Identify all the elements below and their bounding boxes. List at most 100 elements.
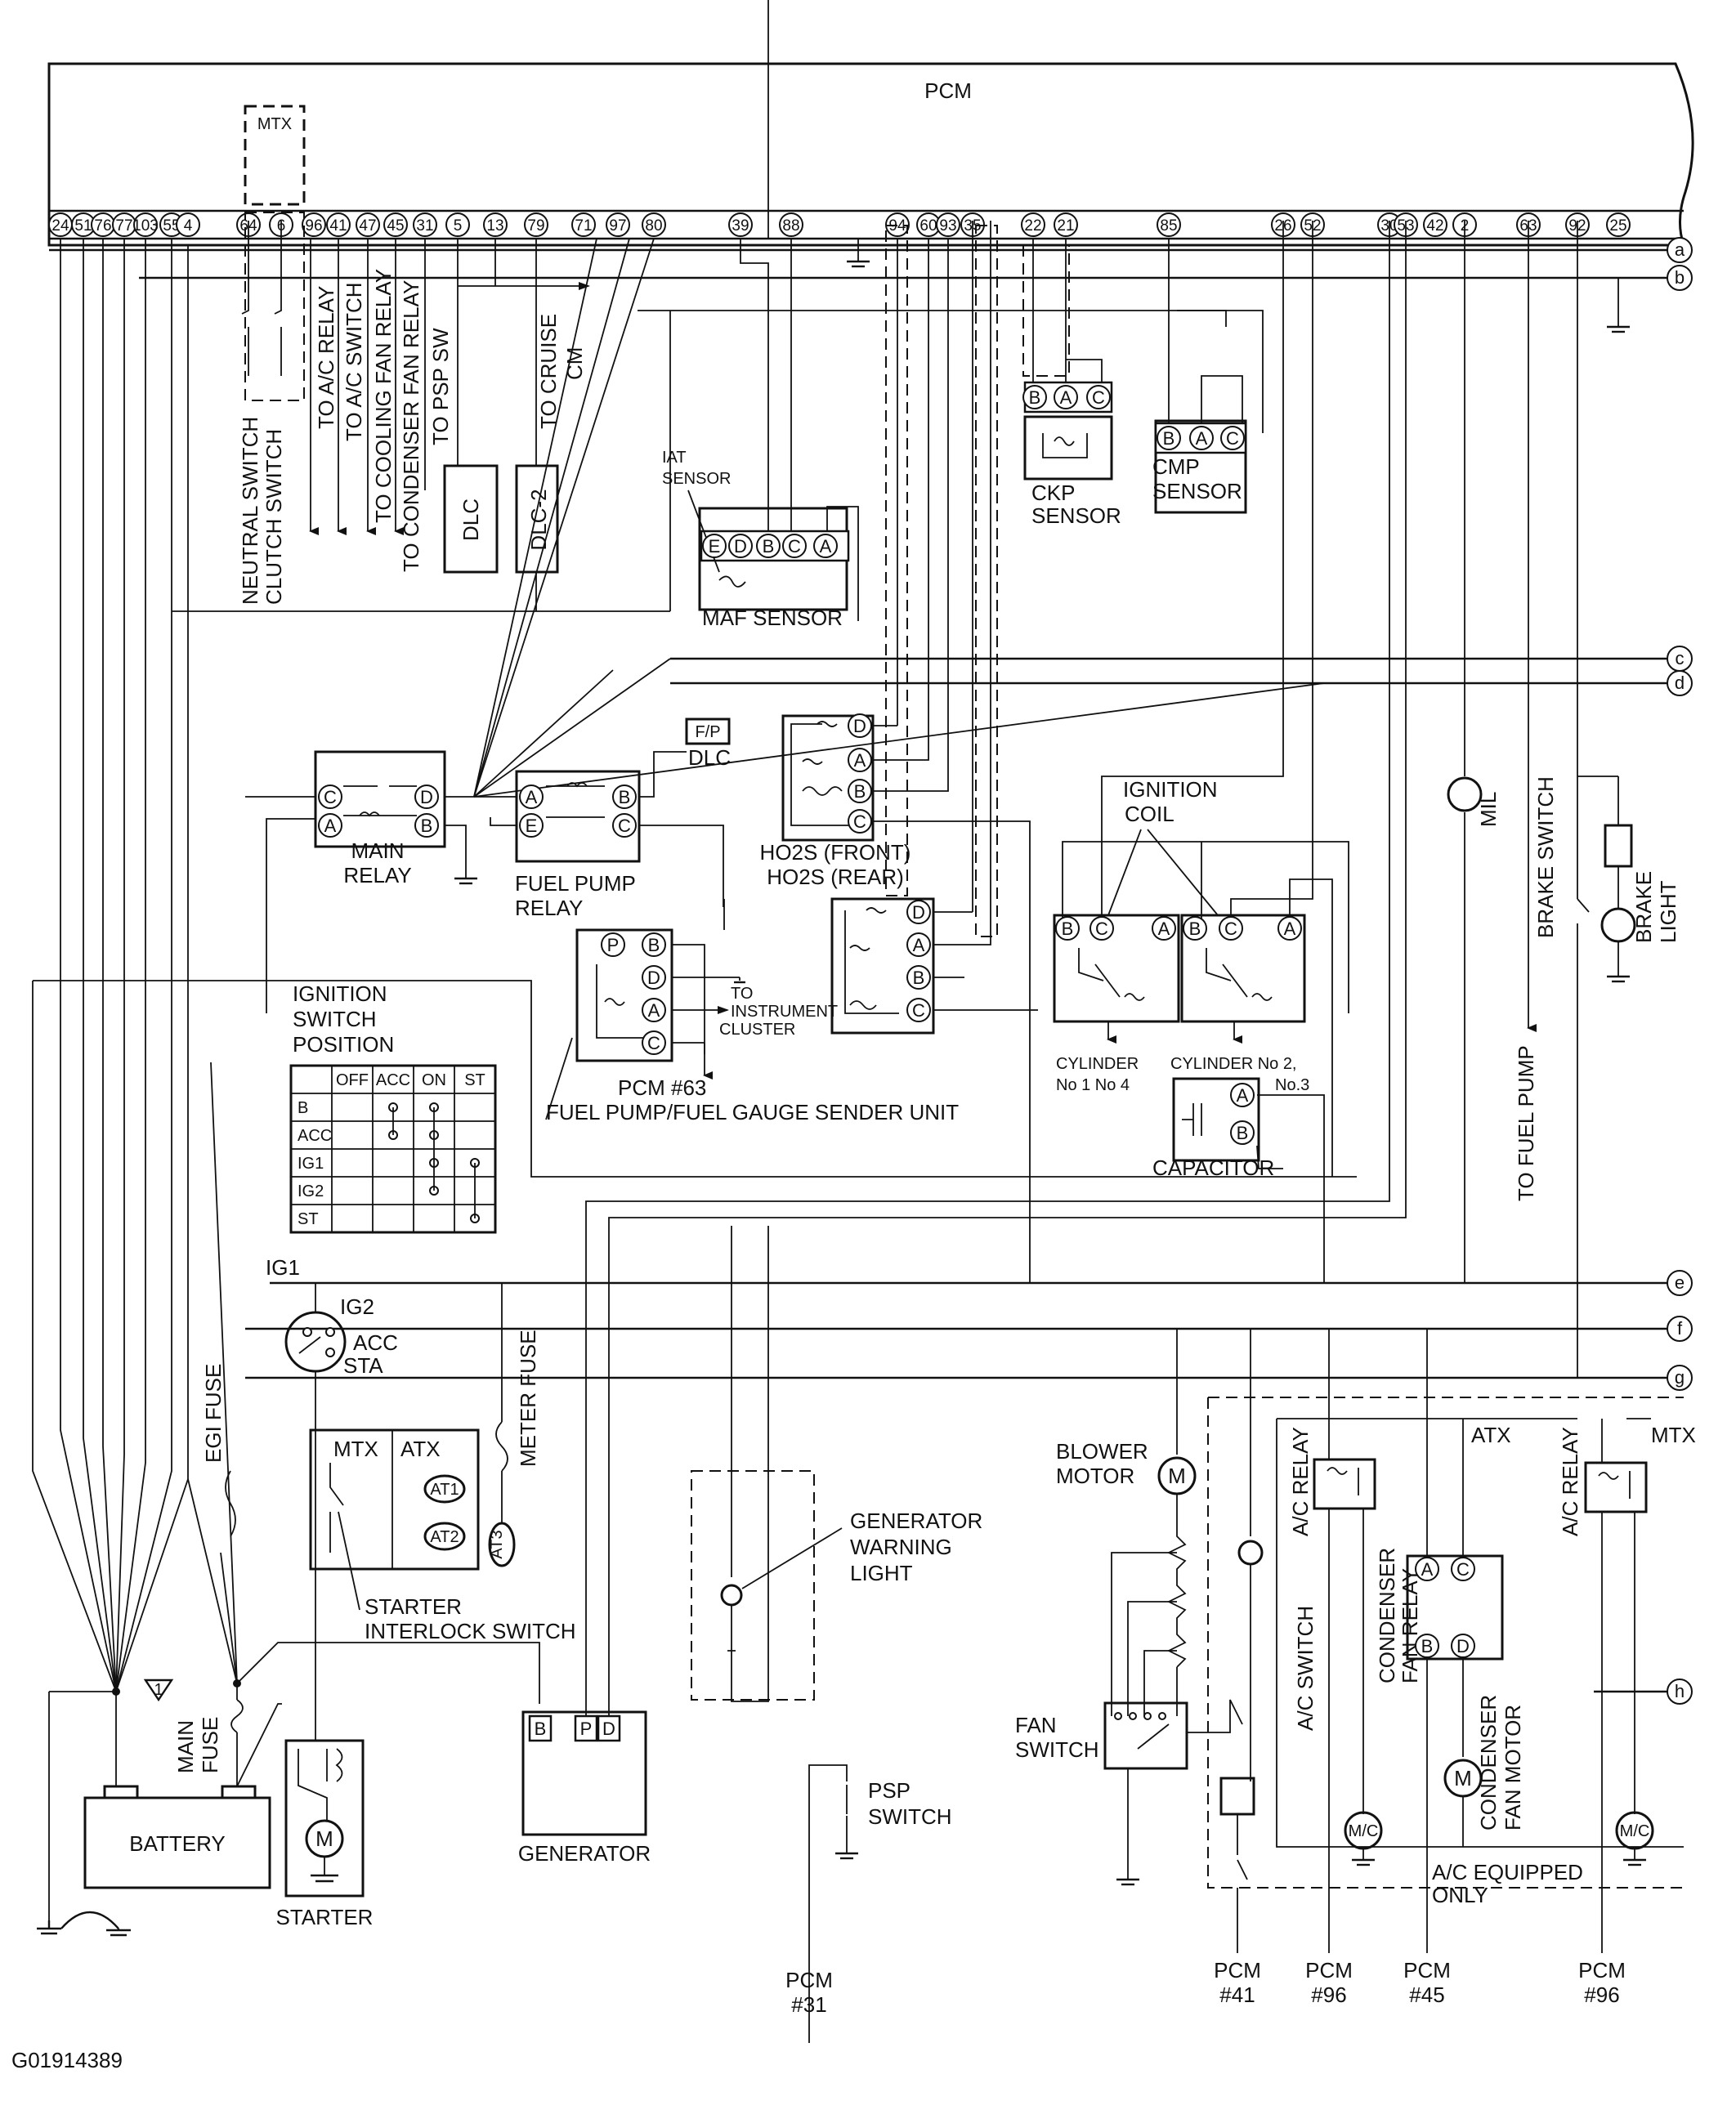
bus-marker-label: g bbox=[1675, 1367, 1685, 1388]
bus-marker-label: e bbox=[1675, 1272, 1685, 1293]
svg-text:CMP: CMP bbox=[1152, 454, 1200, 479]
svg-text:BRAKE: BRAKE bbox=[1631, 871, 1656, 943]
svg-text:FUEL PUMP/FUEL GAUGE SENDER UN: FUEL PUMP/FUEL GAUGE SENDER UNIT bbox=[546, 1100, 959, 1124]
svg-text:TO COOLING FAN RELAY: TO COOLING FAN RELAY bbox=[371, 269, 396, 523]
connector-pin bbox=[1157, 426, 1181, 450]
connector-pin-letter: B bbox=[763, 536, 775, 557]
connector-pin-letter: B bbox=[913, 968, 925, 988]
svg-text:TO: TO bbox=[731, 985, 753, 1003]
connector-pin bbox=[1189, 426, 1214, 450]
fan-switch: FAN SWITCH bbox=[1015, 1701, 1231, 1886]
pcm-pin bbox=[133, 212, 158, 237]
svg-text:SENSOR: SENSOR bbox=[1031, 503, 1121, 528]
pcm-pin-label: 85 bbox=[1160, 217, 1177, 235]
bus-marker-label: f bbox=[1677, 1318, 1683, 1339]
pcm-pin-label: 42 bbox=[1426, 217, 1443, 235]
pcm-pin bbox=[176, 212, 200, 237]
bus-marker-label: b bbox=[1675, 267, 1685, 288]
svg-text:PCM: PCM bbox=[1403, 1958, 1451, 1983]
connector-pin bbox=[414, 813, 439, 838]
battery: BATTERY bbox=[83, 1692, 271, 1889]
svg-text:CYLINDER: CYLINDER bbox=[1056, 1055, 1139, 1073]
svg-text:PCM: PCM bbox=[1305, 1958, 1353, 1983]
connector-pin bbox=[1054, 385, 1078, 409]
connector-pin-letter: B bbox=[854, 781, 866, 802]
pcm-pin-label: 71 bbox=[575, 217, 592, 235]
connector-pin bbox=[702, 534, 727, 558]
svg-text:#96: #96 bbox=[1311, 1983, 1346, 2007]
fuel-pump-relay: FUEL PUMP RELAY bbox=[474, 751, 724, 920]
svg-text:M: M bbox=[1168, 1464, 1186, 1488]
svg-text:A/C EQUIPPED: A/C EQUIPPED bbox=[1432, 1860, 1583, 1884]
to-connector-arrows: TO A/C RELAY TO A/C SWITCH TO COOLING FA… bbox=[309, 239, 453, 572]
connector-pin bbox=[318, 785, 342, 809]
connector-pin bbox=[601, 932, 625, 957]
connector-pin bbox=[1183, 916, 1207, 941]
svg-text:CLUTCH SWITCH: CLUTCH SWITCH bbox=[262, 429, 286, 605]
pcm-pin-label: 5 bbox=[454, 217, 463, 235]
capacitor-pins: AB bbox=[1230, 1083, 1255, 1145]
connector-pin bbox=[756, 534, 781, 558]
connector-pin-letter: D bbox=[734, 536, 747, 557]
svg-text:DLC: DLC bbox=[688, 745, 731, 770]
connector-pin-letter: B bbox=[648, 935, 660, 955]
svg-text:MIL: MIL bbox=[1476, 792, 1501, 827]
connector-pin-letter: C bbox=[1095, 919, 1108, 939]
main-fuse: MAIN FUSE bbox=[173, 1062, 540, 1787]
pcm-pin bbox=[356, 212, 380, 237]
pcm-pin-label: 97 bbox=[609, 217, 626, 235]
pcm-pin bbox=[413, 212, 437, 237]
svg-text:METER FUSE: METER FUSE bbox=[516, 1330, 540, 1467]
ckp-sensor: CKP SENSOR bbox=[1022, 239, 1121, 528]
pcm-pin bbox=[728, 212, 753, 237]
connector-pin bbox=[414, 785, 439, 809]
connector-pin bbox=[1022, 385, 1047, 409]
connector-pin bbox=[642, 1030, 666, 1055]
pcm-pin bbox=[524, 212, 548, 237]
pcm-pin-label: 45 bbox=[387, 217, 404, 235]
svg-text:AT2: AT2 bbox=[430, 1528, 459, 1546]
connector-pin-letter: C bbox=[788, 536, 801, 557]
svg-text:PCM: PCM bbox=[1214, 1958, 1261, 1983]
svg-text:WARNING: WARNING bbox=[850, 1535, 952, 1559]
svg-text:MAF SENSOR: MAF SENSOR bbox=[702, 606, 843, 630]
connector-pin-letter: A bbox=[1284, 919, 1296, 939]
connector-pin-letter: B bbox=[1189, 919, 1201, 939]
pcm-pin bbox=[383, 212, 408, 237]
connector-pin bbox=[1220, 426, 1245, 450]
pcm-pin-label: 77 bbox=[115, 217, 132, 235]
ignition-table-header: ON bbox=[422, 1071, 446, 1089]
svg-text:INTERLOCK SWITCH: INTERLOCK SWITCH bbox=[365, 1619, 576, 1643]
condenser-fan-relay: CONDENSER FAN RELAY ATX M CONDENSER FAN … bbox=[1375, 1329, 1525, 2007]
svg-text:TO A/C RELAY: TO A/C RELAY bbox=[314, 286, 338, 429]
brake-switch: BRAKE SWITCH BRAKE LIGHT bbox=[1533, 221, 1680, 1378]
mil-lamp: MIL bbox=[1447, 221, 1501, 1283]
svg-text:MAIN: MAIN bbox=[351, 838, 405, 863]
egi-fuse: EGI FUSE bbox=[201, 1364, 236, 1537]
connector-pin bbox=[728, 534, 753, 558]
connector-pin-letter: C bbox=[1226, 428, 1239, 449]
pcm-pin bbox=[642, 212, 666, 237]
connector-pin bbox=[906, 932, 931, 957]
svg-text:ONLY: ONLY bbox=[1432, 1883, 1488, 1907]
connector-pin bbox=[848, 809, 872, 834]
connector-pin-letter: E bbox=[709, 536, 721, 557]
pcm-pin-label: 80 bbox=[645, 217, 662, 235]
cmp-sensor: CMP SENSOR bbox=[1152, 239, 1264, 514]
svg-text:ATX: ATX bbox=[400, 1437, 441, 1461]
connector-pin bbox=[318, 813, 342, 838]
svg-text:STARTER: STARTER bbox=[276, 1905, 374, 1929]
ground-symbol bbox=[847, 239, 1630, 333]
svg-text:MOTOR: MOTOR bbox=[1056, 1464, 1134, 1488]
svg-text:CONDENSER: CONDENSER bbox=[1476, 1695, 1501, 1831]
pcm-pin-label: 47 bbox=[359, 217, 376, 235]
bus-marker-label: a bbox=[1675, 239, 1685, 260]
connector-pin-letter: C bbox=[647, 1033, 660, 1053]
connector-pin bbox=[519, 785, 544, 809]
pcm-pin bbox=[1054, 212, 1078, 237]
pcm-pin bbox=[1423, 212, 1447, 237]
svg-text:SWITCH: SWITCH bbox=[1015, 1737, 1099, 1762]
